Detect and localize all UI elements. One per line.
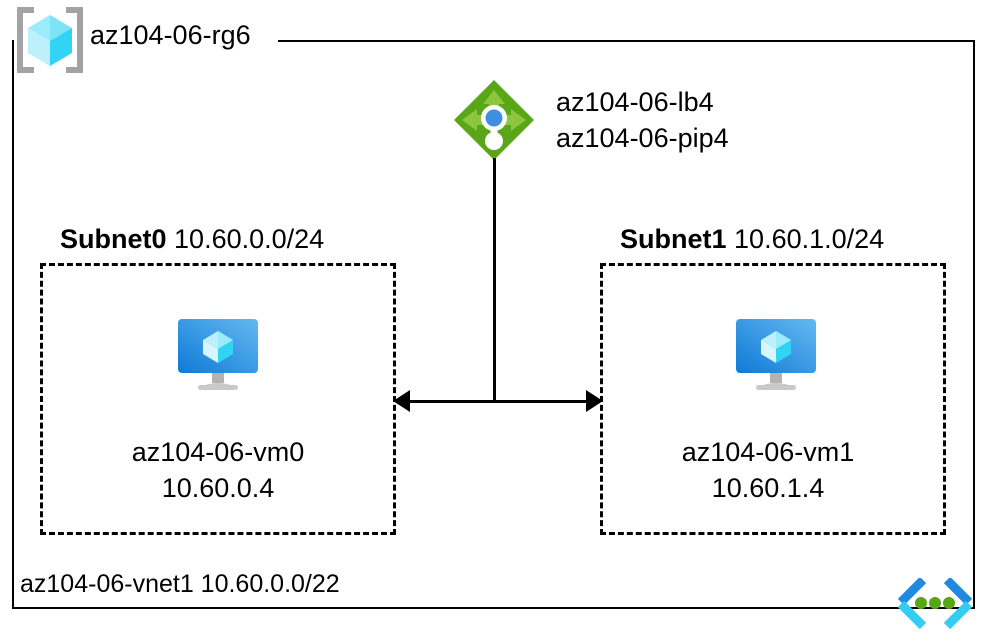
connector-arrow-left-icon (393, 390, 410, 412)
resource-group-border-bottom (12, 607, 975, 609)
subnet1-cidr: 10.60.1.0/24 (734, 224, 885, 254)
subnet0-name: Subnet0 (60, 224, 167, 254)
load-balancer-connector-line (493, 158, 496, 402)
vm1-name: az104-06-vm1 (681, 437, 855, 467)
vm0-name: az104-06-vm0 (131, 437, 305, 467)
load-balancer-labels: az104-06-lb4 az104-06-pip4 (556, 84, 729, 156)
connector-arrow-right-icon (586, 390, 603, 412)
vm1-labels: az104-06-vm1 10.60.1.4 (595, 434, 941, 506)
resource-group-border-top (278, 40, 975, 42)
virtual-machine-icon (730, 313, 822, 395)
subnet1-name: Subnet1 (620, 224, 727, 254)
load-balancer-name: az104-06-lb4 (556, 87, 714, 117)
vm0-ip: 10.60.0.4 (161, 473, 275, 503)
resource-group-border-right (973, 40, 975, 609)
subnet1-title: Subnet1 10.60.1.0/24 (620, 222, 884, 256)
resource-group-cube-icon (14, 6, 86, 74)
subnet-connector-line (396, 400, 600, 403)
resource-group-border-left (12, 40, 14, 609)
virtual-network-icon (893, 576, 977, 632)
virtual-machine-icon (172, 313, 264, 395)
vm1-ip: 10.60.1.4 (711, 473, 825, 503)
vnet-label: az104-06-vnet1 10.60.0.0/22 (20, 570, 340, 598)
subnet0-cidr: 10.60.0.0/24 (174, 224, 325, 254)
load-balancer-icon (452, 78, 536, 162)
public-ip-name: az104-06-pip4 (556, 123, 729, 153)
resource-group-label: az104-06-rg6 (90, 20, 251, 50)
subnet0-title: Subnet0 10.60.0.0/24 (60, 222, 324, 256)
vm0-labels: az104-06-vm0 10.60.0.4 (40, 434, 396, 506)
